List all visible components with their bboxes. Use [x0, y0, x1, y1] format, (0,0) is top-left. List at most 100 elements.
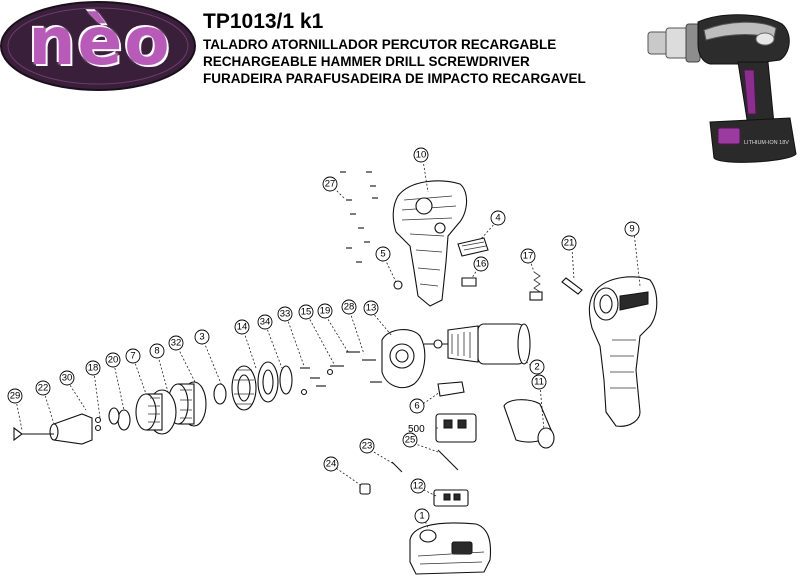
- svg-text:34: 34: [260, 317, 271, 328]
- callout-23: 23: [359, 438, 375, 454]
- svg-text:1: 1: [419, 511, 424, 522]
- gear-plate-13: [381, 329, 426, 389]
- callout-7: 7: [125, 348, 141, 364]
- connector-12: [433, 489, 469, 507]
- callout-32: 32: [168, 335, 184, 351]
- callout-34: 34: [257, 314, 273, 330]
- rod-25: [437, 449, 459, 471]
- svg-text:25: 25: [405, 435, 416, 446]
- svg-text:32: 32: [171, 338, 182, 349]
- part-6: [437, 381, 465, 397]
- gear-stage-8: [167, 381, 207, 427]
- callout-25: 25: [402, 432, 418, 448]
- neo-logo: nèo: [0, 0, 200, 92]
- washers-18-20: [94, 407, 131, 432]
- svg-text:13: 13: [366, 303, 377, 314]
- gear-rings: [213, 361, 293, 411]
- svg-text:21: 21: [564, 238, 575, 249]
- svg-text:10: 10: [416, 150, 427, 161]
- callout-14: 14: [234, 319, 250, 335]
- svg-text:22: 22: [38, 383, 49, 394]
- svg-text:28: 28: [344, 302, 355, 313]
- part-16: [461, 277, 477, 287]
- callout-12: 12: [410, 478, 426, 494]
- callout-8: 8: [149, 343, 165, 359]
- sleeve-11: [503, 399, 555, 449]
- callout-10: 10: [413, 147, 429, 163]
- svg-text:23: 23: [362, 441, 373, 452]
- svg-text:8: 8: [154, 346, 159, 357]
- chuck-22: [49, 413, 93, 445]
- title-english: RECHARGEABLE HAMMER DRILL SCREWDRIVER: [203, 54, 530, 69]
- product-header: TP1013/1 k1 TALADRO ATORNILLADOR PERCUTO…: [203, 8, 586, 87]
- callout-2: 2: [529, 359, 545, 375]
- screw-23: [391, 461, 403, 473]
- callout-19: 19: [317, 303, 333, 319]
- svg-text:3: 3: [199, 332, 204, 343]
- logo-wordmark: nèo: [28, 3, 172, 80]
- callout-24: 24: [323, 456, 339, 472]
- svg-text:7: 7: [130, 351, 135, 362]
- svg-text:20: 20: [108, 355, 119, 366]
- svg-text:6: 6: [414, 401, 419, 412]
- callout-16: 16: [473, 256, 489, 272]
- callout-4: 4: [490, 210, 506, 226]
- svg-text:14: 14: [237, 322, 248, 333]
- housing-half-10: [392, 180, 468, 307]
- callout-29: 29: [7, 388, 23, 404]
- callout-15: 15: [298, 304, 314, 320]
- part-5: [393, 280, 403, 290]
- svg-text:27: 27: [325, 179, 336, 190]
- battery-label: LITHIUM-ION 18V: [744, 140, 789, 146]
- svg-text:19: 19: [320, 306, 331, 317]
- bit-29: [13, 426, 54, 442]
- motor-2: [424, 323, 531, 365]
- svg-text:16: 16: [476, 259, 487, 270]
- housing-right-9: [588, 276, 658, 427]
- svg-text:15: 15: [301, 307, 312, 318]
- spring-17: [529, 271, 543, 301]
- svg-text:18: 18: [88, 363, 99, 374]
- screw-24: [359, 483, 371, 495]
- callout-33: 33: [277, 306, 293, 322]
- switch-block-500: [435, 413, 477, 443]
- part-500-label: 500: [408, 424, 425, 435]
- title-portuguese: FURADEIRA PARAFUSADEIRA DE IMPACTO RECAR…: [203, 71, 586, 86]
- svg-text:9: 9: [629, 224, 634, 235]
- svg-text:17: 17: [523, 251, 534, 262]
- callout-27: 27: [322, 176, 338, 192]
- svg-text:4: 4: [495, 213, 500, 224]
- leader-lines: [15, 159, 641, 529]
- callout-22: 22: [35, 380, 51, 396]
- callout-1: 1: [414, 508, 430, 524]
- callout-3: 3: [194, 329, 210, 345]
- screws-27: [340, 171, 378, 263]
- callout-6: 6: [409, 398, 425, 414]
- callout-20: 20: [105, 352, 121, 368]
- callout-13: 13: [363, 300, 379, 316]
- callout-9: 9: [624, 221, 640, 237]
- callout-17: 17: [520, 248, 536, 264]
- callout-30: 30: [59, 370, 75, 386]
- svg-text:29: 29: [10, 391, 21, 402]
- svg-text:24: 24: [326, 459, 337, 470]
- callout-5: 5: [375, 246, 391, 262]
- product-photo: LITHIUM-ION 18V: [640, 4, 800, 170]
- title-spanish: TALADRO ATORNILLADOR PERCUTOR RECARGABLE: [203, 37, 557, 52]
- callout-28: 28: [341, 299, 357, 315]
- pins-15-19-28: [300, 351, 382, 396]
- battery-1: [409, 522, 492, 575]
- svg-text:30: 30: [62, 373, 73, 384]
- clutch-7: [135, 389, 177, 435]
- svg-text:2: 2: [534, 362, 539, 373]
- svg-text:12: 12: [413, 481, 424, 492]
- svg-text:11: 11: [534, 377, 544, 388]
- switch-4: [457, 237, 489, 257]
- svg-text:5: 5: [380, 249, 385, 260]
- callout-11: 11: [531, 374, 547, 390]
- model-code: TP1013/1 k1: [203, 10, 324, 33]
- callout-18: 18: [85, 360, 101, 376]
- part-21: [561, 277, 583, 295]
- svg-text:33: 33: [280, 309, 291, 320]
